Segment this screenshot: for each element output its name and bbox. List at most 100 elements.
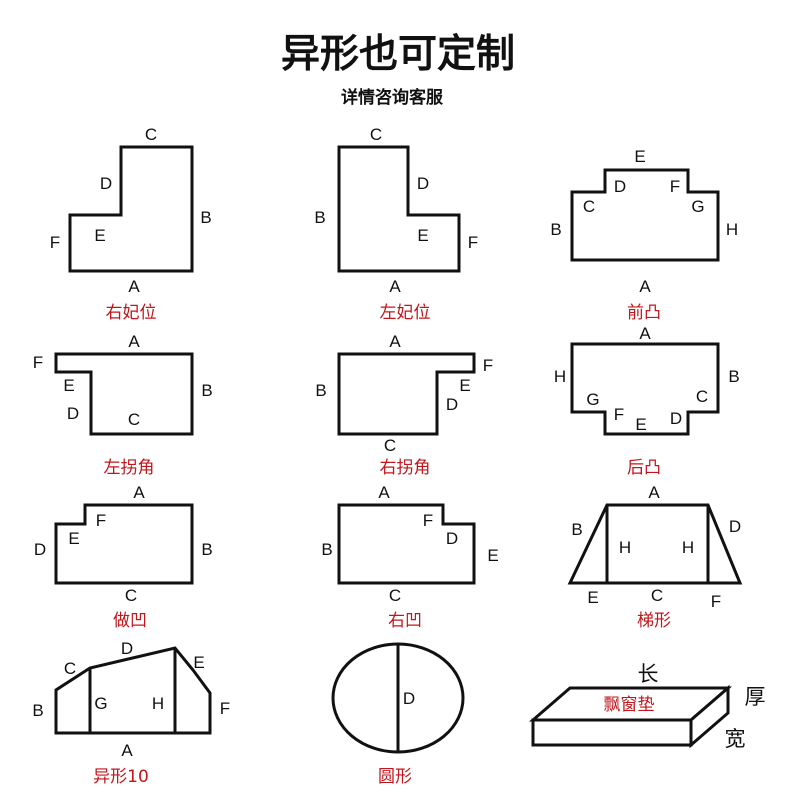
shape-outline: [337, 145, 461, 273]
shape-caption: 异形10: [93, 767, 149, 787]
label-b: B: [314, 208, 325, 227]
label-c: C: [389, 586, 401, 605]
shape-outline: [570, 168, 720, 262]
label-f: F: [220, 699, 230, 718]
label-b: B: [32, 701, 43, 720]
label-e: E: [94, 226, 105, 245]
label-c: C: [384, 436, 396, 455]
label-a: A: [128, 332, 140, 351]
shape-left-concubine: A B C D E F 左妃位: [314, 125, 478, 323]
label-f: F: [50, 233, 60, 252]
shape-outline: [570, 342, 720, 436]
label-a: A: [639, 324, 651, 343]
dim-width: 宽: [725, 727, 746, 751]
shape-irregular-10: A B C D E F G H 异形10: [32, 639, 230, 787]
label-d: D: [446, 395, 458, 414]
label-e: E: [68, 529, 79, 548]
label-b: B: [315, 381, 326, 400]
label-a: A: [121, 741, 133, 760]
shape-left-corner: A B C D E F 左拐角: [33, 332, 213, 478]
label-d: D: [67, 404, 79, 423]
label-e: E: [487, 546, 498, 565]
label-a: A: [128, 277, 140, 296]
label-h: H: [554, 367, 566, 386]
shape-cushion: 长 厚 宽 飘窗垫: [528, 662, 766, 751]
label-b: B: [728, 367, 739, 386]
shape-caption: 后凸: [627, 458, 661, 478]
label-c: C: [128, 410, 140, 429]
label-e: E: [587, 588, 598, 607]
label-f: F: [711, 592, 721, 611]
label-a: A: [133, 483, 145, 502]
label-a: A: [378, 483, 390, 502]
label-c: C: [125, 586, 137, 605]
shape-right-notch: A B C D E F 右凹: [321, 483, 498, 631]
label-f: F: [670, 177, 680, 196]
shape-outline: [54, 503, 194, 585]
label-h: H: [726, 220, 738, 239]
label-d: D: [670, 409, 682, 428]
label-h: H: [152, 694, 164, 713]
cushion-side: [689, 684, 730, 749]
page-subtitle: 详情咨询客服: [341, 87, 444, 108]
label-c: C: [64, 659, 76, 678]
label-b: B: [571, 520, 582, 539]
label-f: F: [96, 511, 106, 530]
label-g: G: [691, 197, 704, 216]
label-b: B: [201, 540, 212, 559]
label-f: F: [468, 233, 478, 252]
shape-outline: [337, 352, 476, 436]
label-c: C: [696, 387, 708, 406]
label-d: D: [34, 540, 46, 559]
label-d: D: [100, 174, 112, 193]
shape-right-corner: A B C D E F 右拐角: [315, 332, 493, 478]
shape-front-convex: A B C D E F G H 前凸: [550, 147, 738, 323]
label-d: D: [729, 517, 741, 536]
label-g: G: [586, 390, 599, 409]
shape-back-convex: A B C D E F G H 后凸: [554, 324, 740, 478]
label-f: F: [423, 511, 433, 530]
shape-caption: 前凸: [627, 303, 661, 323]
label-e: E: [635, 415, 646, 434]
label-d: D: [403, 689, 415, 708]
label-a: A: [389, 332, 401, 351]
shape-outline: [567, 503, 743, 585]
label-c: C: [583, 197, 595, 216]
shape-trapezoid: A B C D E F H H 梯形: [567, 483, 743, 631]
shape-caption: 左妃位: [380, 303, 431, 323]
shape-caption: 右凹: [388, 611, 422, 631]
label-d: D: [417, 174, 429, 193]
shape-caption: 右拐角: [380, 458, 431, 478]
label-a: A: [389, 277, 401, 296]
label-g: G: [94, 694, 107, 713]
label-e: E: [459, 376, 470, 395]
label-c: C: [651, 586, 663, 605]
label-e: E: [634, 147, 645, 166]
shape-outline: [54, 646, 212, 735]
shape-caption: 圆形: [378, 767, 412, 787]
label-a: A: [639, 277, 651, 296]
label-e: E: [63, 376, 74, 395]
label-a: A: [648, 483, 660, 502]
label-c: C: [370, 125, 382, 144]
label-c: C: [145, 125, 157, 144]
shape-caption: 左拐角: [104, 458, 155, 478]
label-b: B: [201, 381, 212, 400]
shape-right-concubine: A B C D E F 右妃位: [50, 125, 212, 323]
label-h-left: H: [619, 538, 631, 557]
label-b: B: [321, 540, 332, 559]
label-h-right: H: [682, 538, 694, 557]
shape-caption: 飘窗垫: [604, 695, 655, 715]
label-e: E: [193, 653, 204, 672]
label-b: B: [550, 220, 561, 239]
label-d: D: [446, 529, 458, 548]
shape-caption: 梯形: [637, 611, 671, 631]
shape-outline: [68, 145, 194, 273]
label-d: D: [614, 177, 626, 196]
dim-length: 长: [638, 662, 659, 686]
label-b: B: [200, 208, 211, 227]
cushion-front: [531, 718, 693, 747]
label-f: F: [483, 356, 493, 375]
label-d: D: [121, 639, 133, 658]
